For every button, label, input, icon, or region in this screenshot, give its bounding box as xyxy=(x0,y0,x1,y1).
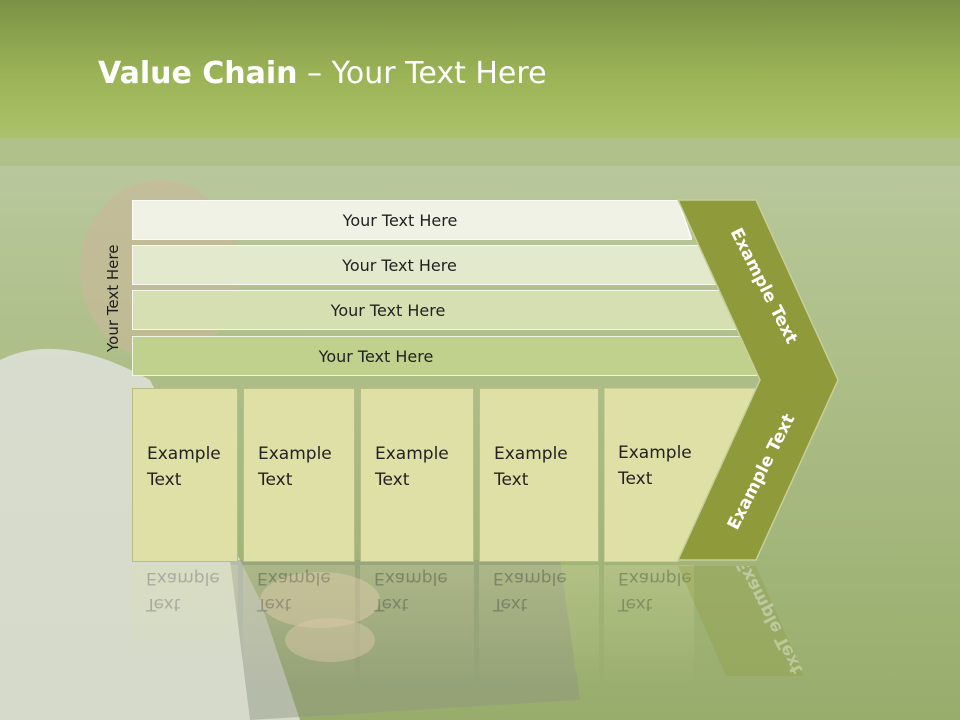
column-1: Example Text xyxy=(132,388,238,562)
column-1-label: Example Text xyxy=(147,441,221,493)
column-2-reflection: Text Example xyxy=(243,565,355,685)
chevron-reflection-shape xyxy=(678,566,804,676)
column-4-line1: Example xyxy=(494,444,568,464)
column-1-line1: Example xyxy=(147,444,221,464)
value-chevron xyxy=(676,199,839,561)
row-4-label: Your Text Here xyxy=(318,346,434,366)
column-4-reflection: Text Example xyxy=(479,565,599,685)
side-label: Your Text Here xyxy=(104,244,122,352)
page-title: Value Chain – Your Text Here xyxy=(98,56,547,91)
row-1-shape xyxy=(132,200,692,240)
chevron-reflection: Example Text xyxy=(676,566,806,686)
column-3-line1: Example xyxy=(375,444,449,464)
column-5-line1: Example xyxy=(618,443,692,463)
column-3-reflection: Text Example xyxy=(360,565,474,685)
column-4-reflection-line2: Text xyxy=(493,594,528,614)
column-1-reflection: Text Example xyxy=(132,565,238,685)
row-2: Your Text Here xyxy=(132,245,717,285)
column-2: Example Text xyxy=(243,388,355,562)
column-1-reflection-line1: Example xyxy=(146,568,220,588)
column-2-line1: Example xyxy=(258,444,332,464)
row-4-shape xyxy=(132,336,764,376)
title-bold: Value Chain xyxy=(98,56,298,91)
column-5: Example Text xyxy=(604,388,764,562)
column-4-line2: Text xyxy=(494,470,529,490)
row-1: Your Text Here xyxy=(132,200,692,240)
column-3-line2: Text xyxy=(375,470,410,490)
column-4-label: Example Text xyxy=(494,441,568,493)
column-4-reflection-line1: Example xyxy=(493,568,567,588)
column-5-line2: Text xyxy=(618,469,653,489)
row-3-label: Your Text Here xyxy=(330,300,446,320)
column-1-reflection-line2: Text xyxy=(146,594,181,614)
title-band-shadow xyxy=(0,138,960,166)
row-2-shape xyxy=(132,245,717,285)
column-5-reflection: Text Example xyxy=(604,565,694,685)
column-3-reflection-line2: Text xyxy=(374,594,409,614)
title-rest: – Your Text Here xyxy=(297,56,547,91)
title-band xyxy=(0,0,960,138)
column-4: Example Text xyxy=(479,388,599,562)
column-5-label: Example Text xyxy=(618,440,692,492)
column-2-label: Example Text xyxy=(258,441,332,493)
column-3: Example Text xyxy=(360,388,474,562)
row-3-shape xyxy=(132,290,740,330)
column-1-line2: Text xyxy=(147,470,182,490)
row-2-label: Your Text Here xyxy=(342,255,457,275)
column-2-line2: Text xyxy=(258,470,293,490)
row-1-label: Your Text Here xyxy=(342,210,458,230)
column-5-shape xyxy=(604,388,763,562)
column-2-reflection-line1: Example xyxy=(257,568,331,588)
column-2-reflection-line2: Text xyxy=(257,594,292,614)
row-4: Your Text Here xyxy=(132,336,764,376)
column-3-reflection-line1: Example xyxy=(374,568,448,588)
row-3: Your Text Here xyxy=(132,290,740,330)
column-3-label: Example Text xyxy=(375,441,449,493)
